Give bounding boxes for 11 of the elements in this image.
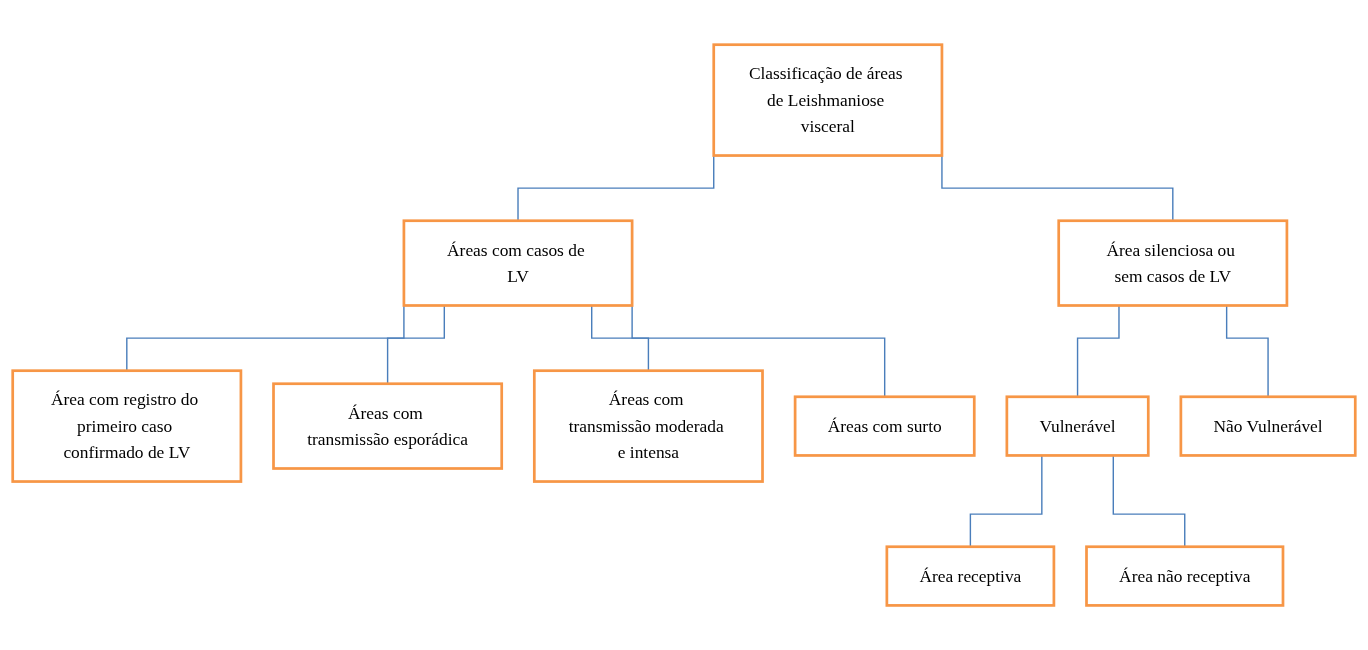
node-box: Não Vulnerável (1179, 395, 1357, 457)
node-box: Área receptiva (885, 545, 1056, 607)
node-box: Áreas com surto (793, 395, 976, 457)
node-box: Áreas com transmissão esporádica (272, 382, 504, 470)
node-box: Classificação de áreas de Leishmaniose visceral (712, 43, 944, 157)
node-box: Áreas com transmissão moderada e intensa (532, 369, 764, 483)
node-box: Vulnerável (1005, 395, 1150, 457)
node-box: Áreas com casos de LV (402, 219, 634, 307)
node-box: Área com registro do primeiro caso confirmado de LV (11, 369, 243, 483)
node-box: Área silenciosa ou sem casos de LV (1057, 219, 1289, 307)
node-box: Área não receptiva (1085, 545, 1285, 607)
